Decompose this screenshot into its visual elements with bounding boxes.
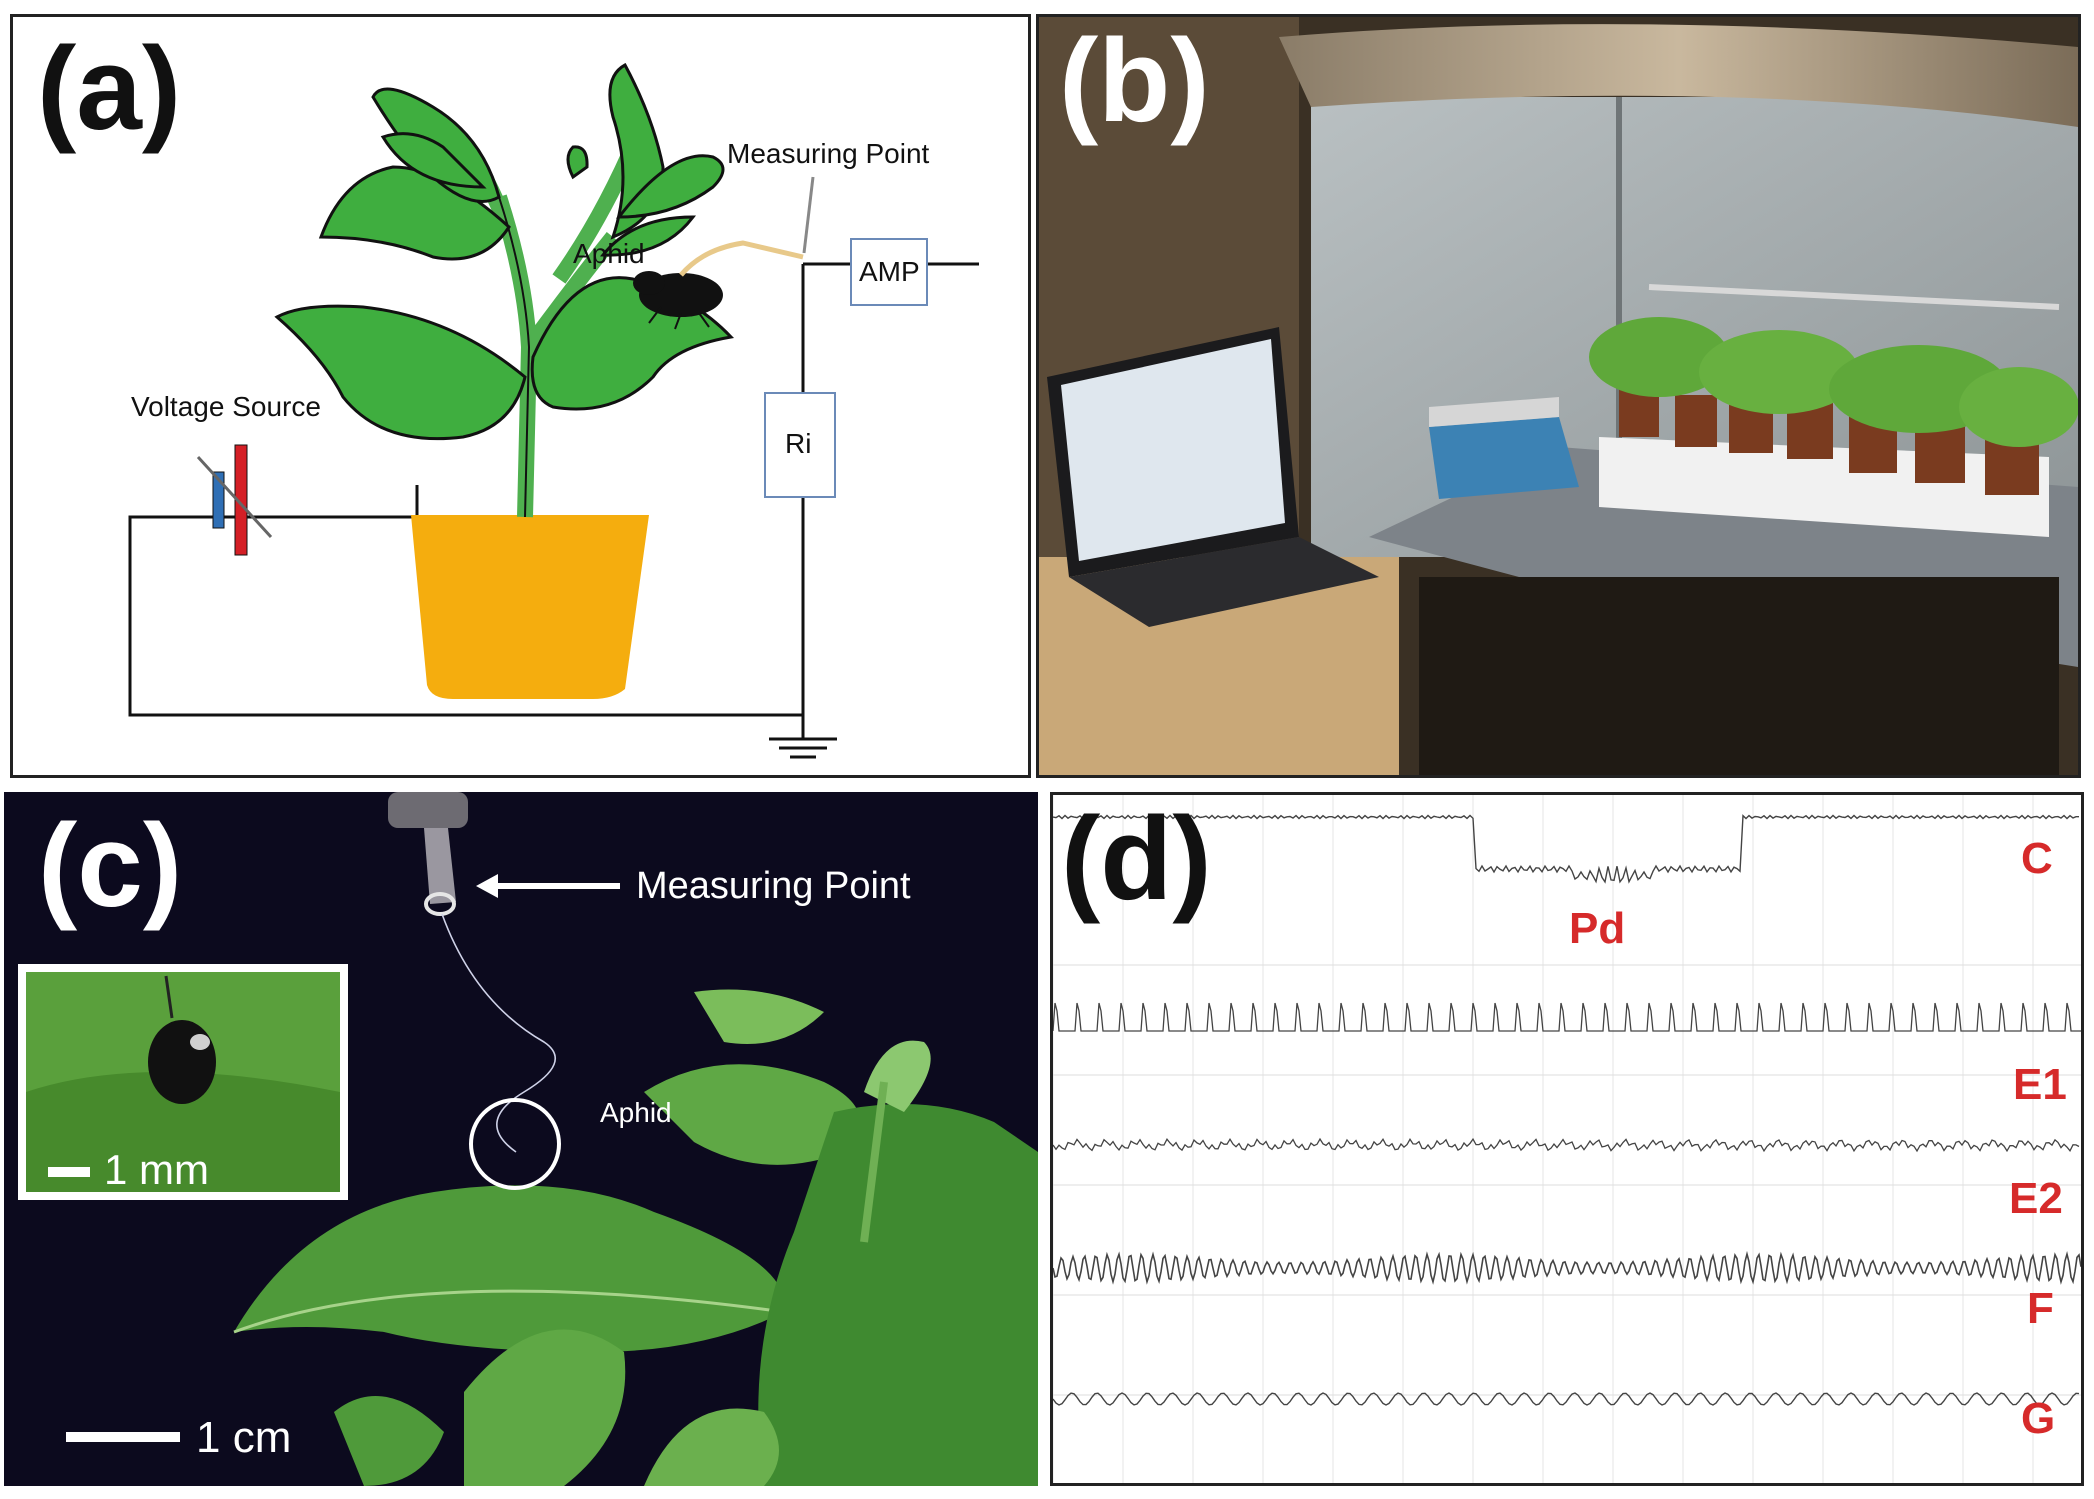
circuit-wires [128, 262, 979, 717]
waveform-label-g: G [2021, 1394, 2055, 1443]
panel-d-letter: (d) [1061, 795, 1212, 925]
trace-g [1053, 1392, 2080, 1406]
main-scale-label: 1 cm [196, 1413, 291, 1462]
bean-plant-leaves [233, 989, 1038, 1486]
amplifier-label: AMP [859, 256, 920, 287]
resistor-ri-box [764, 392, 836, 498]
voltage-source-label: Voltage Source [131, 391, 321, 422]
measuring-point-arrow [802, 176, 815, 254]
panel-d-epg-waveforms: (d) C Pd E1 E2 F G [1050, 792, 2084, 1486]
plant-pot [411, 515, 649, 699]
plant-pots [1589, 317, 2078, 495]
aphid-label: Aphid [573, 238, 645, 269]
electrode-rail [1648, 284, 2060, 310]
trace-e2 [1053, 1137, 2080, 1153]
voltage-source-battery [196, 444, 273, 556]
probe-holder [388, 792, 468, 916]
measurement-wire [679, 240, 804, 277]
measuring-point-label: Measuring Point [636, 865, 911, 907]
panel-a-circuit-diagram: (a) Voltage Source Ri AMP [10, 14, 1031, 778]
amplifier-unit [1429, 417, 1579, 499]
aphid-highlight-circle [469, 1098, 561, 1190]
inset-scale-label: 1 mm [104, 1146, 209, 1193]
plant-illustration [274, 62, 735, 518]
panel-b-lab-photo: (b) [1036, 14, 2081, 778]
aphid-inset-photo: 1 mm [18, 964, 348, 1200]
waveform-label-e1: E1 [2013, 1060, 2067, 1109]
panel-c-aphid-photo: Measuring Point Aphid 1 mm [4, 792, 1038, 1486]
panel-b-letter: (b) [1059, 17, 1210, 147]
trace-e1 [1053, 1002, 2081, 1032]
waveform-label-c: C [2021, 834, 2053, 883]
trace-f [1053, 1250, 2081, 1285]
aphid-illustration [633, 271, 723, 330]
waveform-label-e2: E2 [2009, 1174, 2063, 1223]
waveform-label-pd: Pd [1569, 904, 1625, 953]
aluminium-foil-roof [1279, 24, 2078, 128]
panel-c-letter: (c) [38, 800, 182, 932]
aphid-label: Aphid [600, 1097, 672, 1128]
gold-wire [441, 913, 556, 1153]
waveform-label-f: F [2027, 1284, 2054, 1333]
panel-a-letter: (a) [37, 23, 181, 155]
measuring-point-label: Measuring Point [727, 138, 930, 169]
waveform-traces [1053, 814, 2081, 1406]
ground-symbol [769, 715, 837, 759]
resistor-ri-label: Ri [785, 428, 811, 459]
laptop [1047, 327, 1379, 627]
trace-c [1053, 814, 2079, 884]
amplifier-box [850, 238, 928, 306]
